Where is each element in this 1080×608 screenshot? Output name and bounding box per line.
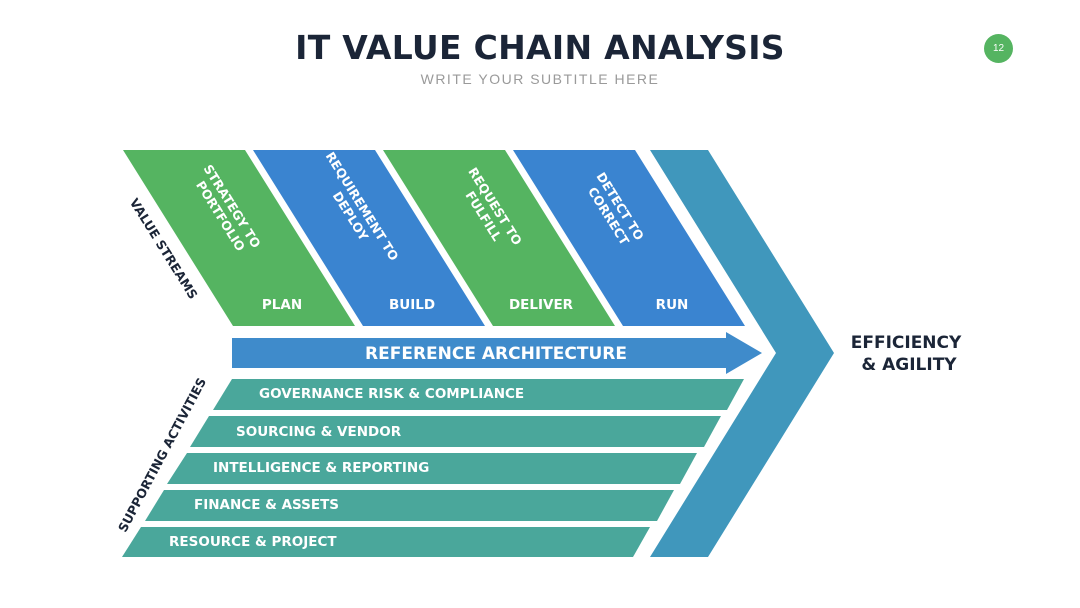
stream-3-shape xyxy=(383,150,615,326)
outcome-label: EFFICIENCY & AGILITY xyxy=(851,333,968,375)
stream-2-shape xyxy=(253,150,485,326)
activity-bar-4-shape xyxy=(145,490,674,521)
stream-4-phase: RUN xyxy=(656,297,689,313)
activity-bar-5-shape xyxy=(122,527,650,557)
page-subtitle: WRITE YOUR SUBTITLE HERE xyxy=(420,71,660,87)
stream-4-shape xyxy=(513,150,745,326)
reference-architecture-label: REFERENCE ARCHITECTURE xyxy=(365,344,627,364)
activity-bar-2-shape xyxy=(190,416,721,447)
activity-bar-3: INTELLIGENCE & REPORTING xyxy=(167,453,697,484)
outcome-label-line1: EFFICIENCY xyxy=(851,333,962,353)
activity-bar-4-label: FINANCE & ASSETS xyxy=(194,497,339,513)
activity-bar-5-label: RESOURCE & PROJECT xyxy=(169,534,337,550)
stream-1: STRATEGY TO PORTFOLIO PLAN xyxy=(123,150,355,326)
activity-bar-2-label: SOURCING & VENDOR xyxy=(236,424,402,440)
stream-2-phase: BUILD xyxy=(389,297,435,313)
activity-bar-1: GOVERNANCE RISK & COMPLIANCE xyxy=(213,379,744,410)
stream-2: REQUIREMENT TO DEPLOY BUILD xyxy=(253,149,485,326)
outcome-chevron xyxy=(650,150,834,557)
stream-1-shape xyxy=(123,150,355,326)
activity-bar-1-shape xyxy=(213,379,744,410)
activity-bar-3-label: INTELLIGENCE & REPORTING xyxy=(213,460,429,476)
activity-bar-5: RESOURCE & PROJECT xyxy=(122,527,650,557)
page-number-badge: 12 xyxy=(984,34,1013,63)
page-title: IT VALUE CHAIN ANALYSIS xyxy=(295,28,785,67)
activity-bar-3-shape xyxy=(167,453,697,484)
activity-bar-2: SOURCING & VENDOR xyxy=(190,416,721,447)
stream-3-phase: DELIVER xyxy=(509,297,574,313)
activity-bar-1-label: GOVERNANCE RISK & COMPLIANCE xyxy=(259,386,524,402)
activity-bar-4: FINANCE & ASSETS xyxy=(145,490,674,521)
stream-3: REQUEST TO FULFILL DELIVER xyxy=(383,150,615,326)
outcome-label-line2: & AGILITY xyxy=(861,355,957,375)
stream-1-phase: PLAN xyxy=(262,297,302,313)
stream-4: DETECT TO CORRECT RUN xyxy=(513,150,745,326)
reference-architecture-arrow xyxy=(232,332,762,374)
